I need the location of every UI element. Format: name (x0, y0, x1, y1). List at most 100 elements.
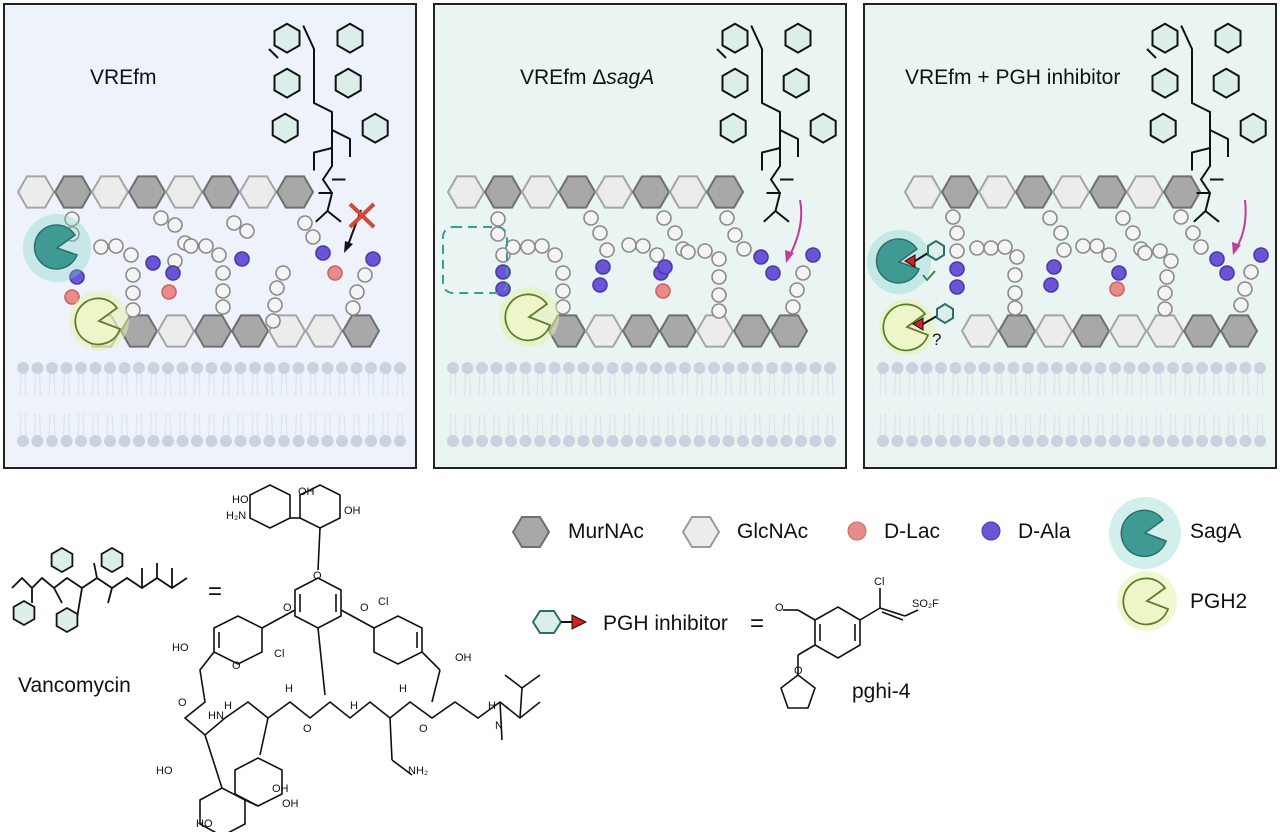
lipid-head (964, 435, 976, 447)
vancomycin-binding-arrow (1232, 199, 1247, 255)
lipid-tail (352, 373, 361, 396)
peptide-residue (555, 283, 571, 299)
lipid-tail (120, 413, 129, 436)
peptide-residue (583, 210, 599, 226)
lipid-tail (550, 373, 559, 396)
lipid-head (993, 362, 1005, 374)
lipid-tail (338, 373, 346, 396)
murnac-unit (1219, 314, 1259, 348)
lipid-tail (222, 413, 230, 436)
vanco-cl2: Cl (274, 648, 285, 660)
lipid-head (824, 362, 836, 374)
dala-residue (949, 279, 965, 295)
vanco-ho2: HO (172, 642, 189, 654)
lipid-tail (1241, 413, 1250, 436)
panel-delta-saga-illustration (442, 22, 837, 447)
peptide-residue (1173, 209, 1189, 225)
dala-residue (595, 259, 611, 275)
lipid-tail (1154, 413, 1163, 436)
lipid-tail (1096, 373, 1105, 396)
lipid-tail (922, 373, 931, 396)
dala-residue (805, 247, 821, 263)
vanco-o6: O (303, 723, 312, 735)
dala-residue (1111, 265, 1127, 281)
vancomycin-backbone (11, 562, 188, 619)
lipid-tail (178, 373, 187, 396)
lipid-tail (251, 373, 259, 396)
lipid-tail (1038, 373, 1047, 396)
lipid-tail (579, 373, 588, 396)
lipid-head (321, 435, 334, 447)
lipid-head (220, 362, 232, 374)
lipid-head (751, 435, 764, 447)
peptide-residue (64, 211, 80, 227)
peptide-residue (949, 225, 965, 241)
lipid-tail (753, 373, 762, 396)
lipid-head (46, 435, 58, 447)
lipid-tail (1154, 373, 1163, 396)
vanco-ho4: HO (196, 818, 213, 830)
lipid-tail (908, 373, 916, 396)
panel-title: VREfm + PGH inhibitor (905, 66, 1121, 89)
glycan-strand-top (16, 175, 315, 209)
lipid-head (635, 362, 648, 374)
panel-title: VREfm ΔsagA (520, 66, 655, 89)
murnac-unit (53, 175, 93, 209)
lipid-tail (1096, 413, 1105, 436)
lipid-head (1225, 435, 1237, 447)
vancomycin-backbone (716, 25, 782, 212)
murnac-legend-icon (511, 516, 551, 548)
lipid-head (118, 435, 131, 447)
peptide-residue (215, 283, 231, 299)
peptide-residue (667, 225, 683, 241)
lipid-head (1007, 435, 1020, 447)
peptide-residue (345, 300, 361, 316)
lipid-head (577, 435, 590, 447)
lipid-head (1152, 362, 1165, 374)
peptide-residue (711, 269, 727, 285)
peptide-residue (125, 285, 141, 301)
lipid-head (1123, 435, 1136, 447)
lipid-head (635, 435, 648, 447)
lipid-head (263, 362, 276, 374)
vanco-h4: H (399, 683, 407, 695)
lipid-tail (811, 373, 820, 396)
lipid-head (292, 435, 305, 447)
lipid-tail (478, 373, 486, 396)
panel-title: VREfm (90, 66, 157, 89)
lipid-tail (463, 413, 472, 436)
lipid-head (336, 362, 348, 374)
peptide-residue (736, 241, 752, 257)
lipid-head (104, 362, 116, 374)
dala-residue (1046, 259, 1062, 275)
glcnac-unit (1034, 314, 1074, 348)
peptide-residue (785, 299, 801, 315)
lipid-head (877, 435, 889, 447)
peptide-residue (592, 225, 608, 241)
dala-residue (234, 251, 250, 267)
pghi4-so2f: SO₂F (912, 598, 939, 610)
lipid-tail (797, 413, 805, 436)
lipid-tail (19, 413, 27, 436)
peptide-residue (490, 211, 506, 227)
vancomycin-ring (721, 22, 749, 54)
peptide-residue (1056, 242, 1072, 258)
lipid-tail (106, 373, 114, 396)
lipid-tail (323, 413, 332, 436)
lipid-tail (1082, 373, 1090, 396)
lipid-head (461, 362, 474, 374)
lipid-tail (594, 373, 602, 396)
glycan-strand-top (903, 175, 1202, 209)
lipid-tail (681, 373, 689, 396)
murnac-unit (230, 314, 270, 348)
peptide-residue (621, 237, 637, 253)
vanco-o4: O (232, 660, 241, 672)
glcnac-unit (156, 314, 196, 348)
peptide-residue (357, 267, 373, 283)
lipid-head (162, 435, 174, 447)
lipid-head (176, 362, 189, 374)
lipid-tail (753, 413, 762, 436)
lipid-head (1094, 435, 1107, 447)
glcnac-unit (164, 175, 204, 209)
lipid-tail (449, 373, 457, 396)
